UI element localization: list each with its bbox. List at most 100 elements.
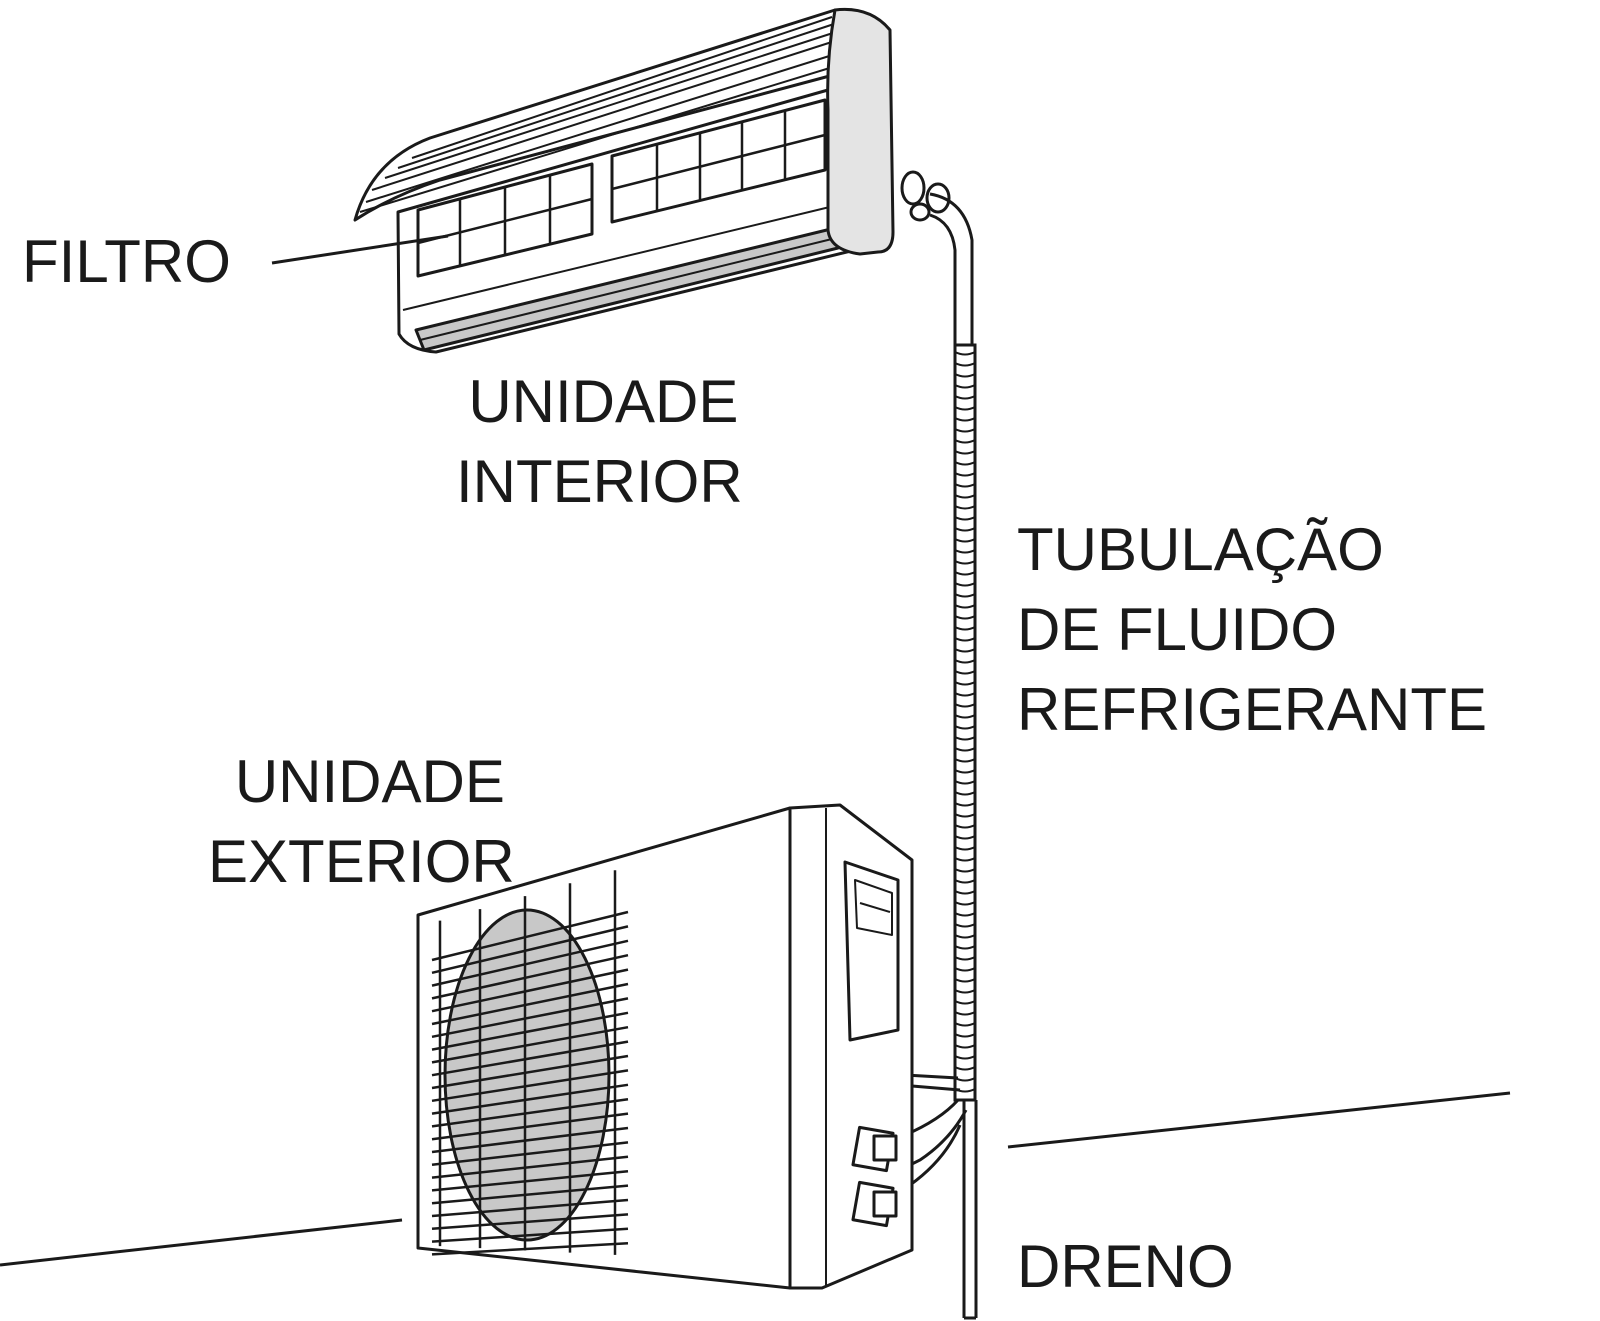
pipe-rib: [954, 615, 976, 620]
pipe-insulation: [953, 343, 977, 1102]
pipe-top-bend: [929, 192, 974, 345]
pipe-rib: [954, 802, 976, 807]
pipe-rib: [954, 923, 976, 928]
pipe-rib: [954, 593, 976, 598]
grille-slat: [431, 997, 629, 1039]
label-indoor-unit-line-1: UNIDADE: [468, 368, 739, 435]
pipe-rib: [954, 1044, 976, 1049]
ground-line-left: [0, 1218, 403, 1267]
pipe-rib: [954, 824, 976, 829]
grille-slat: [431, 1126, 629, 1154]
pipe-rib: [954, 505, 976, 510]
grille-slat: [431, 1198, 629, 1218]
pipe-rib: [954, 692, 976, 697]
pipe-rib: [954, 527, 976, 532]
grille-slat: [431, 1184, 629, 1205]
pipe-rib: [954, 373, 976, 378]
grille-slat: [431, 1112, 629, 1141]
pipe-rib: [954, 494, 976, 499]
pipe-rib: [954, 901, 976, 906]
pipe-rib: [954, 428, 976, 433]
label-piping-line-2: DE FLUIDO: [1017, 596, 1338, 663]
grille-slat: [431, 1155, 629, 1179]
pipe-rib: [954, 582, 976, 587]
grille-slat: [431, 939, 629, 987]
pipe-rib: [954, 780, 976, 785]
pipe-rib: [954, 1022, 976, 1027]
pipe-rib: [954, 890, 976, 895]
pipe-rib: [954, 703, 976, 708]
pipe-rib: [954, 714, 976, 719]
label-indoor-unit-line-2: INTERIOR: [456, 448, 743, 515]
grille-slat: [431, 982, 629, 1026]
pipe-rib: [954, 483, 976, 488]
pipe-fittings: [900, 170, 951, 222]
pipe-rib: [954, 472, 976, 477]
grille-slat: [431, 953, 629, 1000]
indoor-unit: [353, 7, 951, 354]
grille-slat: [431, 910, 629, 962]
pipe-rib: [954, 659, 976, 664]
pipe-rib: [954, 1011, 976, 1016]
label-drain: DRENO: [1017, 1233, 1234, 1300]
label-filtro: FILTRO: [22, 228, 231, 295]
pipe-rib: [954, 670, 976, 675]
pipe-rib: [954, 736, 976, 741]
ground-lines: [0, 1091, 1511, 1267]
filtro-leader-line: [271, 234, 449, 265]
pipe-rib: [954, 362, 976, 367]
label-outdoor-unit-line-2: EXTERIOR: [208, 828, 515, 895]
pipe-rib: [954, 1055, 976, 1060]
pipe-rib: [954, 604, 976, 609]
pipe-rib: [954, 626, 976, 631]
grille-slat: [431, 1054, 629, 1090]
pipe-rib: [954, 637, 976, 642]
pipe-rib: [954, 813, 976, 818]
pipe-rib: [954, 417, 976, 422]
grille-slat: [431, 1069, 629, 1103]
pipe-rib: [954, 516, 976, 521]
pipe-rib: [954, 450, 976, 455]
pipe-rib: [954, 758, 976, 763]
pipe-rib: [954, 725, 976, 730]
pipe-rib: [954, 912, 976, 917]
pipe-rib: [954, 681, 976, 686]
grille-slat: [431, 968, 629, 1013]
label-piping-line-3: REFRIGERANTE: [1017, 676, 1488, 743]
grille-slat: [431, 1213, 629, 1231]
service-valves: [851, 1125, 898, 1228]
grille-slat: [431, 1040, 629, 1077]
pipe-rib: [954, 868, 976, 873]
pipe-rib: [954, 1033, 976, 1038]
pipe-rib: [954, 879, 976, 884]
pipe-rib: [954, 835, 976, 840]
filter-grid: [417, 111, 826, 266]
pipe-rib: [954, 791, 976, 796]
pipe-rib: [954, 351, 976, 356]
indoor-unit-side-cap: [826, 7, 895, 256]
pipe-rib: [954, 1000, 976, 1005]
pipe-rib: [954, 857, 976, 862]
pipe-rib: [954, 406, 976, 411]
pipe-rib: [954, 560, 976, 565]
pipe-rib: [954, 1066, 976, 1071]
pipe-rib: [954, 395, 976, 400]
pipe-rib: [954, 846, 976, 851]
label-indoor-unit: UNIDADE INTERIOR: [456, 372, 743, 532]
grille-slat: [431, 1097, 629, 1128]
pipe-rib: [954, 439, 976, 444]
grille-slat: [431, 1025, 629, 1064]
pipe-rib: [954, 978, 976, 983]
pipe-rib: [954, 956, 976, 961]
pipe-rib: [954, 747, 976, 752]
ground-line-right: [1007, 1091, 1511, 1149]
label-outdoor-unit-line-1: UNIDADE: [234, 748, 505, 815]
grille-slat: [431, 925, 629, 975]
pipe-rib: [954, 538, 976, 543]
label-refrigerant-piping: TUBULAÇÃO DE FLUIDO REFRIGERANTE: [1017, 520, 1487, 760]
grille-slat: [431, 1227, 629, 1243]
grille-slat: [431, 1083, 629, 1115]
label-piping-line-1: TUBULAÇÃO: [1017, 516, 1384, 583]
grille-slat: [431, 1169, 629, 1192]
